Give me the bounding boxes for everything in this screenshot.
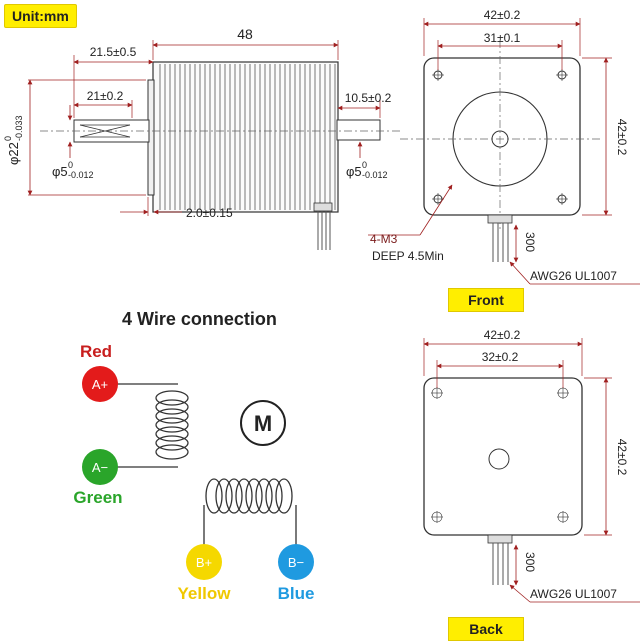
wire-red-label: Red [80,342,112,361]
front-cable-length: 300 [523,232,537,252]
svg-text:-0.012: -0.012 [362,170,388,180]
front-height: 42±0.2 [615,119,629,156]
dim-shaft-diameter-right: φ5 [346,164,362,179]
svg-text:B−: B− [288,555,304,570]
wire-green-label: Green [73,488,122,507]
unit-badge: Unit:mm [4,4,77,28]
back-width: 42±0.2 [484,328,521,342]
dim-boss-tol-upper: 0 [3,136,13,141]
svg-text:M: M [254,411,272,436]
wire-yellow-label: Yellow [178,584,232,603]
back-height: 42±0.2 [615,439,629,476]
svg-text:-0.012: -0.012 [68,170,94,180]
terminal-a-plus [82,366,118,402]
dim-flat-length: 21±0.2 [87,89,124,103]
svg-text:A−: A− [92,460,108,475]
back-cable-spec: AWG26 UL1007 [530,587,617,601]
front-hole-spacing: 31±0.1 [484,31,521,45]
front-width: 42±0.2 [484,8,521,22]
dim-length: 48 [237,26,253,42]
front-holes-label: 4-M3 [370,232,398,246]
svg-text:A+: A+ [92,377,108,392]
dim-boss-tol-lower: -0.033 [14,115,24,141]
svg-text:B+: B+ [196,555,212,570]
dim-flat-offset: 10.5±0.2 [345,91,392,105]
terminal-b-plus [186,544,222,580]
front-badge: Front [448,288,524,312]
motor-body [152,61,339,213]
terminal-b-minus [278,544,314,580]
coil-b [205,478,293,514]
wiring-title: 4 Wire connection [122,309,277,329]
coil-a [155,390,189,460]
front-view: 42±0.2 31±0.1 42±0.2 4-M3 DEEP 4.5Min 30… [368,8,640,285]
back-badge: Back [448,617,524,641]
wiring-diagram: 4 Wire connection M A+ Red A− Green B+ Y… [73,309,314,603]
motor-symbol [240,400,286,446]
back-cable-length: 300 [523,552,537,572]
dim-shaft-diameter-left: φ5 [52,164,68,179]
terminal-a-minus [82,449,118,485]
side-view: 48 21.5±0.5 21±0.2 10.5±0.2 2.0±0.15 φ22… [3,26,400,250]
back-view: 42±0.2 32±0.2 42±0.2 300 AWG26 UL1007 [423,328,640,603]
shaft-right [336,119,381,141]
dim-shaft-total: 21.5±0.5 [90,45,137,59]
front-deep-label: DEEP 4.5Min [372,249,444,263]
dim-boss-height: 2.0±0.15 [186,206,233,220]
back-hole-spacing: 32±0.2 [482,350,519,364]
motor-fins [159,64,336,210]
wire-blue-label: Blue [278,584,315,603]
svg-text:0: 0 [362,160,367,170]
dim-boss-diameter: φ22 [6,142,21,165]
svg-text:0: 0 [68,160,73,170]
front-cable-spec: AWG26 UL1007 [530,269,617,283]
